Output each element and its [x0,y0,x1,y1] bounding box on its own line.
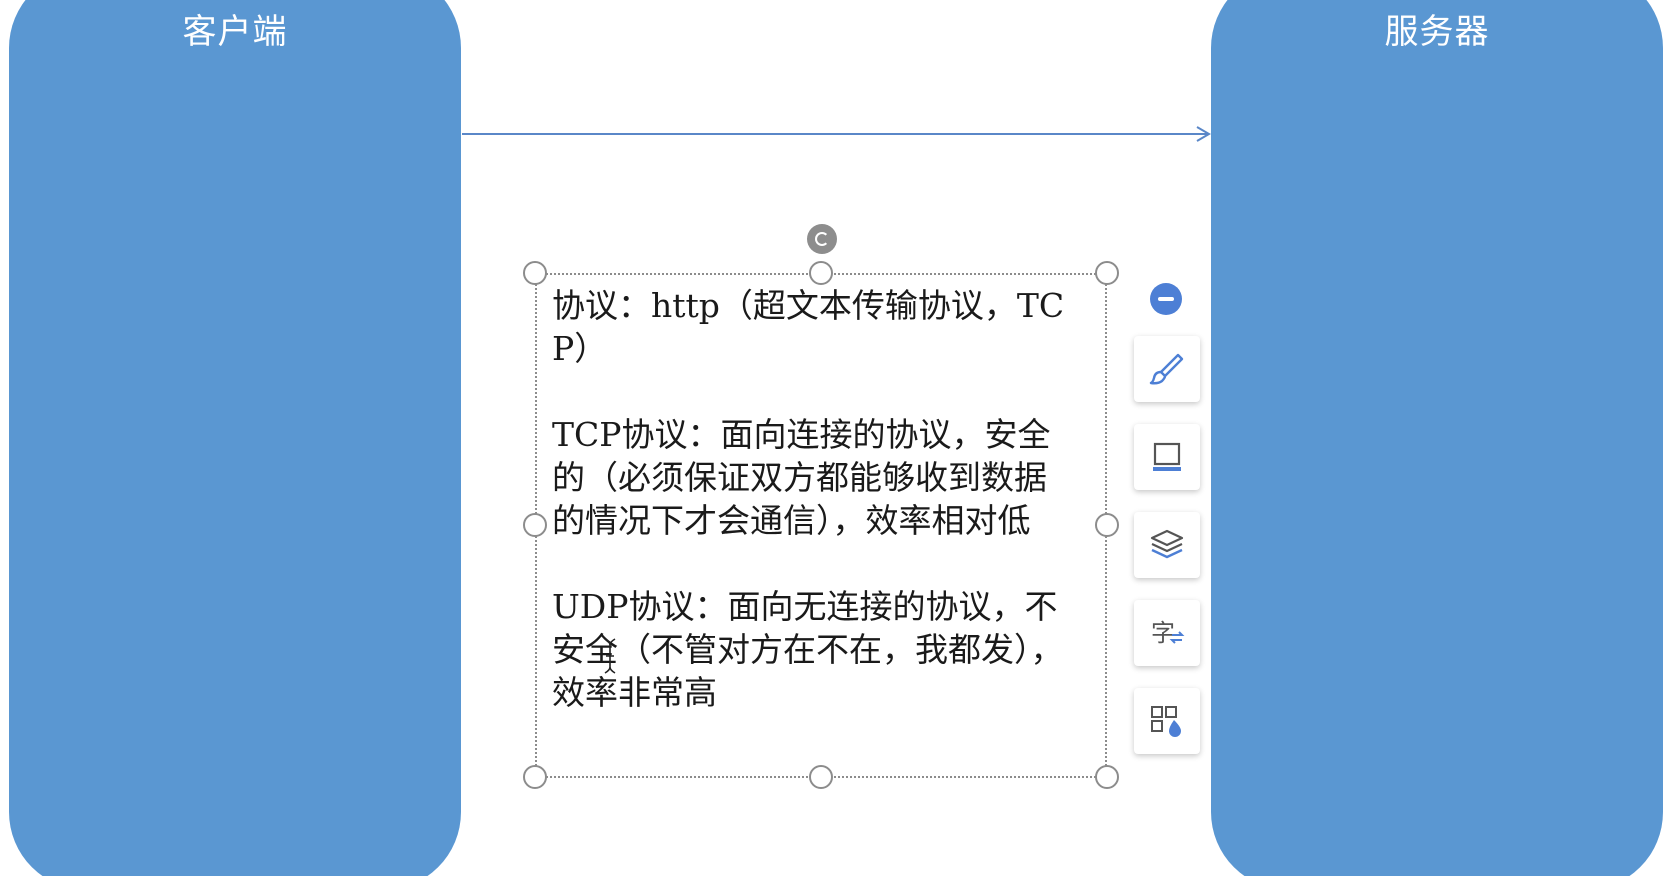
shape-fill-button[interactable] [1134,688,1200,754]
resize-handle-top[interactable] [809,261,833,285]
resize-handle-bottom-left[interactable] [523,765,547,789]
resize-handle-bottom[interactable] [809,765,833,789]
brush-button[interactable] [1134,336,1200,402]
border-button[interactable] [1134,424,1200,490]
textbox-paragraph-http: 协议：http（超文本传输协议，TCP） [552,286,1065,368]
client-node-title: 客户端 [182,12,288,52]
resize-handle-top-left[interactable] [523,261,547,285]
border-icon [1153,442,1181,471]
text-convert-icon: 字 [1151,619,1185,647]
server-node[interactable]: 服务器 [1211,0,1663,876]
brush-icon [1149,353,1184,385]
server-node-title: 服务器 [1384,12,1490,52]
collapse-icon[interactable] [1150,283,1182,315]
resize-handle-top-right[interactable] [1095,261,1119,285]
resize-handle-bottom-right[interactable] [1095,765,1119,789]
connector-arrow[interactable] [462,126,1212,146]
shape-fill-icon [1151,706,1181,737]
client-node[interactable]: 客户端 [9,0,461,876]
resize-handle-right[interactable] [1095,513,1119,537]
textbox-paragraph-tcp: TCP协议：面向连接的协议，安全的（必须保证双方都能够收到数据的情况下才会通信）… [552,415,1051,540]
text-cursor-icon [604,638,616,674]
resize-handle-left[interactable] [523,513,547,537]
layers-button[interactable] [1134,512,1200,578]
text-convert-button[interactable]: 字 [1134,600,1200,666]
svg-text:字: 字 [1151,619,1175,647]
rotate-handle[interactable] [807,224,837,254]
textbox-paragraph-udp: UDP协议：面向无连接的协议，不安全（不管对方在不在，我都发），效率非常高 [552,587,1064,712]
layers-icon [1150,529,1184,559]
protocol-textbox[interactable]: 协议：http（超文本传输协议，TCP） TCP协议：面向连接的协议，安全的（必… [552,284,1078,714]
